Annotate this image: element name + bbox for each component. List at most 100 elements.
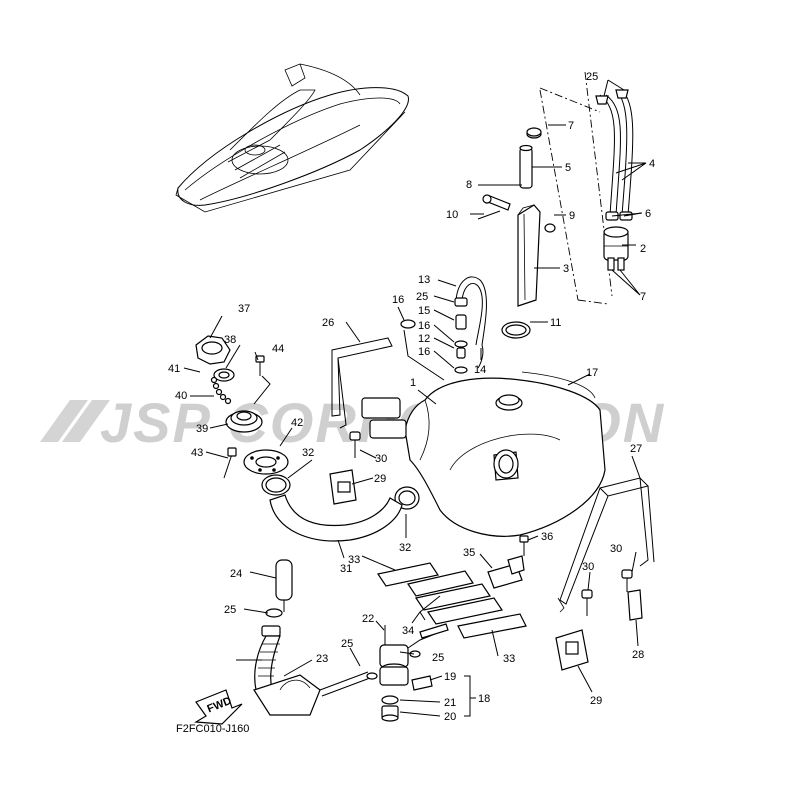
- part-label-30b: 30: [610, 543, 622, 555]
- part-label-30a: 30: [375, 453, 387, 465]
- part-label-24: 24: [230, 568, 242, 580]
- part-label-16c: 16: [418, 346, 430, 358]
- cap-gasket-part: [213, 368, 235, 382]
- part-label-16b: 16: [418, 320, 430, 332]
- diagram-code: F2FC010-J160: [176, 723, 249, 735]
- part-label-21: 21: [444, 697, 456, 709]
- hose-clip-part: [454, 297, 468, 307]
- joint-part: [455, 314, 467, 330]
- washer-part: [544, 223, 556, 233]
- part-label-17: 17: [586, 367, 598, 379]
- tether-strap-part: [210, 376, 232, 405]
- clip-25-part: [265, 608, 283, 618]
- part-label-7a: 7: [568, 120, 574, 132]
- jetski-overview-illustration: [175, 63, 409, 213]
- fuel-sender-tube-part: [517, 204, 541, 307]
- part-label-10: 10: [446, 209, 458, 221]
- band-part: [501, 321, 531, 339]
- part-label-11: 11: [550, 317, 561, 329]
- part-label-32b: 32: [399, 542, 411, 554]
- screw-part: [482, 194, 511, 211]
- part-label-9: 9: [569, 210, 575, 222]
- vent-tube-part: [519, 144, 533, 189]
- leader-lines: [183, 79, 647, 717]
- part-label-2: 2: [640, 243, 646, 255]
- hose-clamp-32-part: [261, 474, 291, 496]
- part-label-43: 43: [191, 447, 203, 459]
- part-label-27: 27: [630, 443, 642, 455]
- small-screw-44-part: [255, 355, 265, 376]
- check-valve-part: [603, 226, 629, 271]
- part-label-26: 26: [322, 317, 334, 329]
- part-label-5: 5: [565, 162, 571, 174]
- strap-part: [521, 371, 596, 399]
- filter-bracket-part: [411, 675, 433, 691]
- part-label-35: 35: [463, 547, 475, 559]
- part-label-20: 20: [444, 711, 456, 723]
- fwd-arrow-icon: FWD: [194, 689, 243, 725]
- pad-33b-part: [457, 613, 527, 639]
- part-label-32a: 32: [302, 447, 314, 459]
- fuel-pickup-part: [253, 674, 321, 716]
- clamps-part: [605, 211, 633, 221]
- drain-cup-part: [381, 695, 399, 722]
- part-label-7b: 7: [640, 291, 646, 303]
- pad-33a-part: [377, 562, 439, 587]
- part-label-18: 18: [478, 693, 490, 705]
- small-clamp-part: [400, 319, 416, 329]
- part-label-33b: 33: [503, 653, 515, 665]
- filler-gasket-part: [243, 449, 289, 475]
- part-label-28: 28: [632, 649, 644, 661]
- damper-part: [275, 559, 293, 612]
- fuel-line-part: [319, 671, 369, 691]
- filler-hose-part: [269, 494, 403, 542]
- bolt-30b-part: [581, 589, 593, 616]
- rubber-mount-right-part: [555, 629, 589, 671]
- fuel-hose-part: [455, 276, 487, 346]
- part-label-42: 42: [291, 417, 303, 429]
- part-label-8: 8: [466, 179, 472, 191]
- bellows-hose-part: [254, 625, 281, 691]
- vent-hoses-part: [599, 91, 634, 216]
- part-label-34: 34: [402, 625, 414, 637]
- part-label-25d: 25: [341, 638, 353, 650]
- part-label-4: 4: [649, 158, 655, 170]
- pads-34-part: [407, 570, 503, 625]
- stay-part: [487, 555, 525, 589]
- part-label-22: 22: [362, 613, 374, 625]
- part-label-12: 12: [418, 333, 430, 345]
- part-label-16a: 16: [392, 294, 404, 306]
- part-label-37: 37: [238, 303, 250, 315]
- bracket-28-part: [627, 589, 643, 621]
- part-label-36: 36: [541, 531, 553, 543]
- tank-bracket-left-part: [331, 337, 407, 439]
- part-label-3: 3: [563, 263, 569, 275]
- part-label-25b: 25: [416, 291, 428, 303]
- part-label-14: 14: [474, 364, 486, 376]
- part-label-6: 6: [645, 208, 651, 220]
- part-labels: 7 5 8 9 10 3 25 4 6 2 7 13 25 16 15 16 1…: [168, 71, 655, 723]
- filler-neck-part: [225, 410, 263, 433]
- pin-part: [477, 210, 501, 220]
- part-label-30c: 30: [582, 561, 594, 573]
- part-label-29b: 29: [590, 695, 602, 707]
- part-label-25a: 25: [586, 71, 598, 83]
- part-label-44: 44: [272, 343, 284, 355]
- part-label-25e: 25: [432, 652, 444, 664]
- fuel-tank-part: [404, 377, 606, 537]
- filler-cap-part: [195, 335, 231, 365]
- screw-36-part: [519, 535, 529, 556]
- part-label-40: 40: [175, 390, 187, 402]
- part-label-25c: 25: [224, 604, 236, 616]
- part-label-38: 38: [224, 334, 236, 346]
- bolt-30c-part: [621, 569, 633, 592]
- part-label-39: 39: [196, 423, 208, 435]
- part-label-29a: 29: [374, 473, 386, 485]
- fuel-filter-part: [379, 625, 421, 686]
- part-label-41: 41: [168, 363, 180, 375]
- tank-bracket-right-part: [559, 477, 655, 605]
- part-label-1: 1: [410, 377, 416, 389]
- grommet-part: [526, 127, 542, 139]
- part-label-31: 31: [340, 563, 352, 575]
